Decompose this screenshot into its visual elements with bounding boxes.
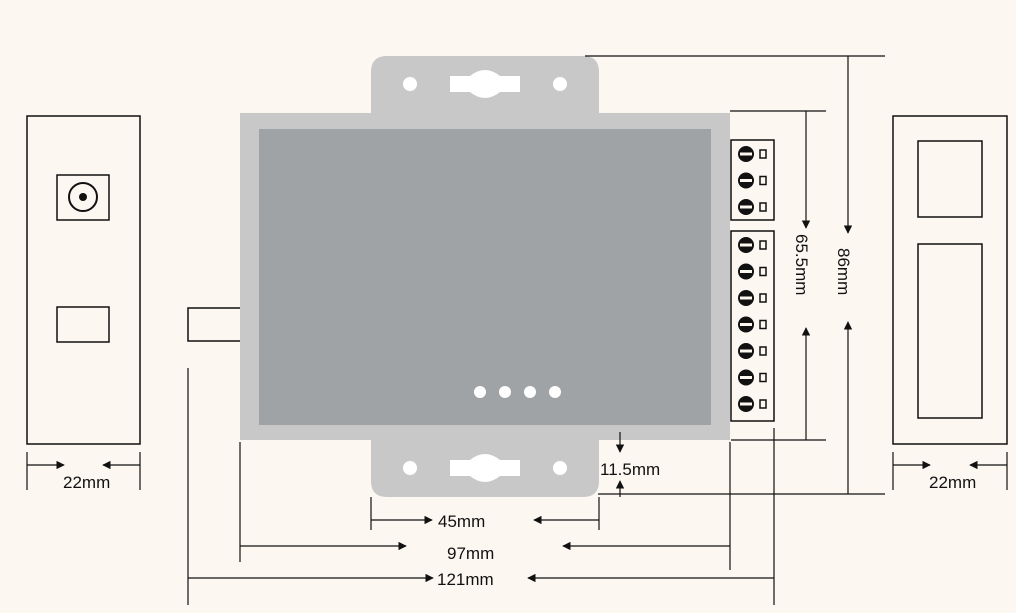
upper-terminal-block — [730, 139, 775, 221]
body-width-label: 97mm — [447, 544, 494, 563]
terminal-screw-icon — [738, 199, 767, 215]
body-height-label: 65.5mm — [792, 234, 811, 295]
dc-jack-frame — [56, 174, 110, 221]
ear-height-label: 11.5mm — [600, 460, 660, 479]
lower-terminal-opening — [917, 243, 983, 419]
led-row — [474, 386, 561, 398]
mount-spacing-dimension: 45mm — [370, 497, 600, 531]
right-side-outline — [892, 115, 1008, 445]
ear-height-dimension: 11.5mm — [600, 432, 660, 497]
body-width-dimension: 97mm — [239, 442, 731, 570]
dc-jack-pin — [79, 193, 87, 201]
terminal-screw-icon — [738, 369, 767, 386]
mount-slot-icon — [450, 454, 520, 482]
terminal-screw-icon — [738, 316, 767, 333]
overall-height-label: 86mm — [834, 248, 853, 295]
terminal-screw-icon — [738, 172, 767, 189]
mount-hole-icon — [553, 77, 567, 91]
terminal-screw-icon — [738, 237, 767, 253]
top-mounting-ear — [371, 56, 599, 120]
lower-terminal-block — [730, 230, 775, 422]
overall-width-label: 121mm — [437, 570, 494, 589]
mount-hole-icon — [403, 461, 417, 475]
terminal-screw-icon — [738, 290, 767, 306]
left-side-view: 22mm — [26, 115, 141, 492]
status-led-icon — [549, 386, 561, 398]
overall-width-dimension: 121mm — [187, 368, 775, 605]
upper-terminal-opening — [917, 140, 983, 218]
left-port-cutout — [56, 306, 110, 343]
terminal-screw-icon — [738, 343, 767, 359]
dc-jack-icon — [68, 182, 98, 212]
left-width-label: 22mm — [63, 473, 110, 492]
terminal-screw-icon — [738, 396, 767, 412]
status-led-icon — [474, 386, 486, 398]
right-side-view: 22mm — [892, 115, 1008, 492]
side-connector-stub — [187, 307, 243, 342]
mount-spacing-label: 45mm — [438, 512, 485, 531]
right-width-label: 22mm — [929, 473, 976, 492]
left-side-outline — [26, 115, 141, 445]
terminal-screw-icon — [738, 146, 767, 162]
body-height-dimension: 65.5mm — [730, 110, 826, 441]
status-led-icon — [524, 386, 536, 398]
bottom-mounting-ear — [371, 432, 599, 497]
mount-hole-icon — [403, 77, 417, 91]
mount-hole-icon — [553, 461, 567, 475]
status-led-icon — [499, 386, 511, 398]
terminal-screw-icon — [738, 263, 767, 280]
front-panel — [259, 129, 711, 425]
overall-height-dimension: 86mm — [585, 55, 885, 495]
mount-slot-icon — [450, 70, 520, 98]
